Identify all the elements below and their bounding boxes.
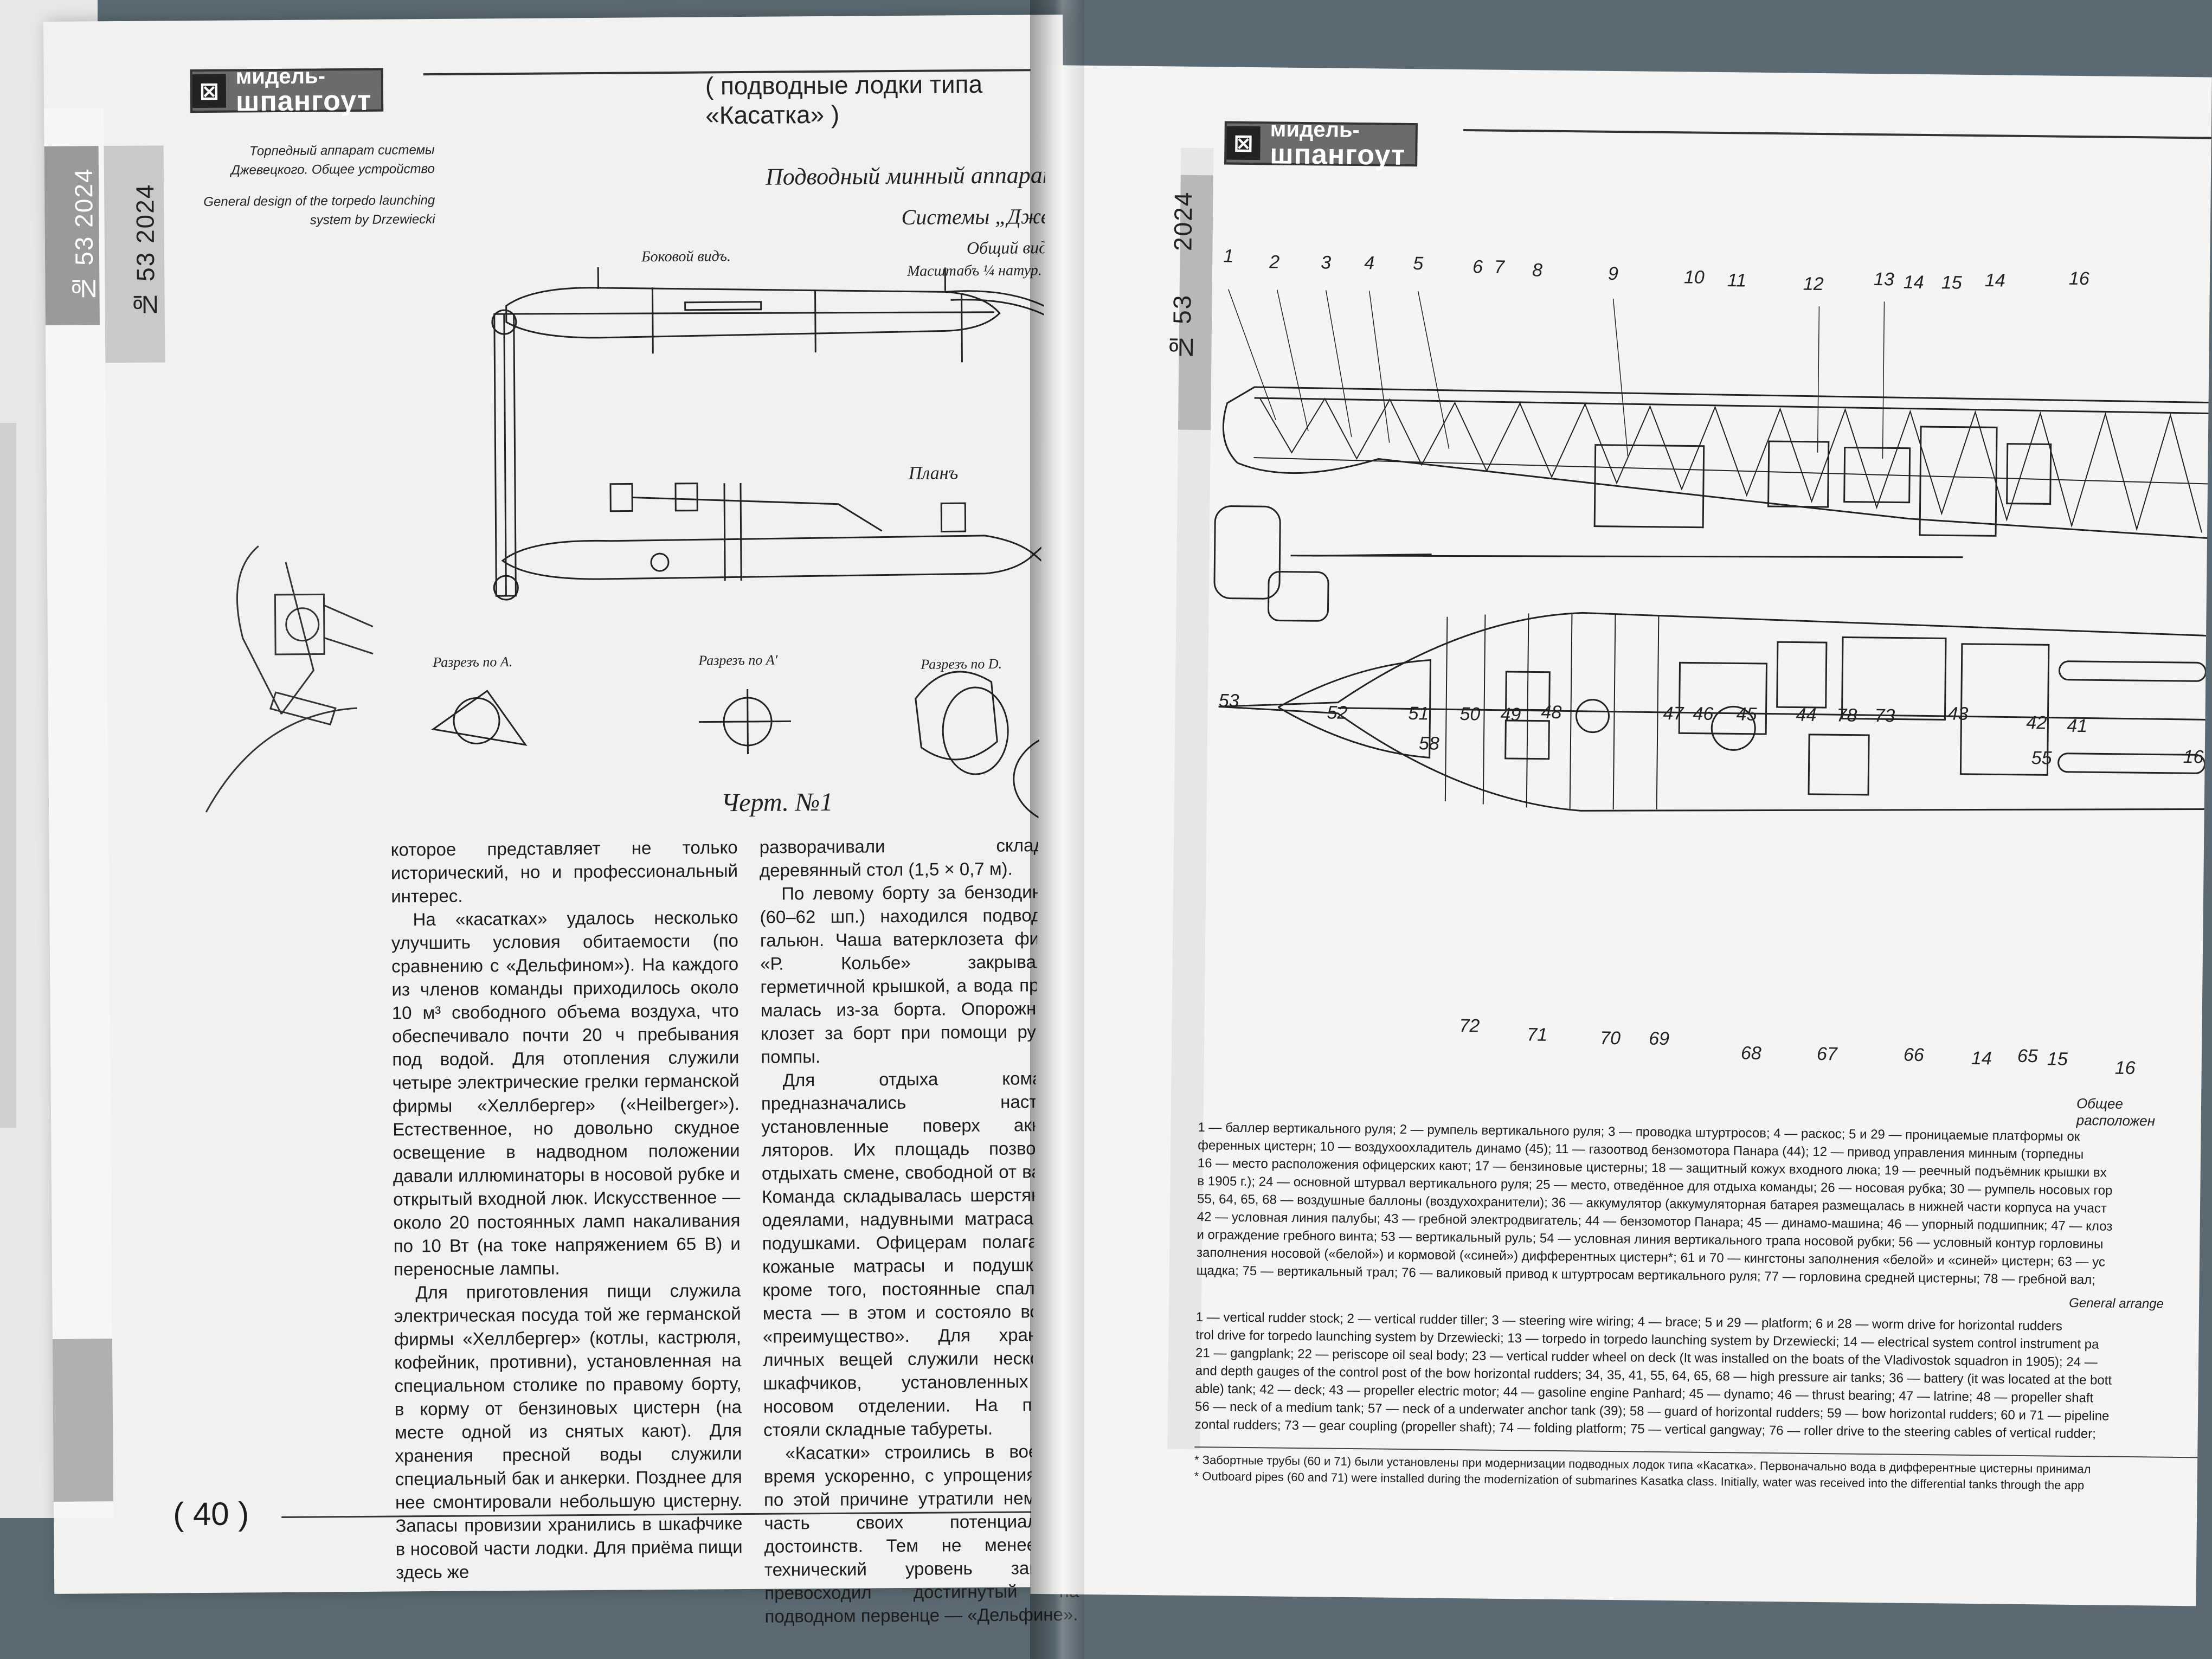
callout-number: 69: [1649, 1028, 1670, 1050]
callout-number: 4: [1364, 253, 1375, 274]
callout-number: 53: [1218, 690, 1239, 711]
footnotes: * Забортные трубы (60 и 71) были установ…: [1194, 1452, 2198, 1495]
callout-number: 70: [1600, 1027, 1621, 1049]
magazine-brand: ⊠ мидель- шпангоут: [190, 64, 384, 118]
drawing-title: Подводный минный аппарат.: [765, 162, 1066, 190]
callout-number: 58: [1418, 733, 1439, 754]
callout-number: 51: [1408, 703, 1429, 724]
brand-top: мидель-: [1270, 117, 1360, 143]
left-page: № 53 2024 № 53 2024 ⊠ мидель- шпангоут (…: [43, 14, 1096, 1626]
page-edge-stripe: [0, 423, 16, 1128]
header-rule-right: [1463, 129, 2211, 139]
callout-number: 55: [2031, 748, 2052, 769]
submarine-arrangement-drawing: [1213, 289, 2209, 812]
paragraph: Для приготовления пищи служила элек­трич…: [394, 1280, 743, 1583]
issue-label-inner: № 53 2024: [131, 183, 160, 319]
bottom-margin-bar: [52, 1339, 114, 1502]
callout-number: 3: [1321, 252, 1332, 273]
paragraph: По левому борту за бензодинамо (60–62 шп…: [760, 881, 1075, 1067]
issue-label-outer: № 53 2024: [69, 168, 99, 303]
callout-number: 9: [1607, 263, 1619, 285]
section-a2-label: Разрезъ по A′: [698, 652, 778, 668]
drawing-plan-label: Планъ: [908, 463, 959, 484]
callout-number: 8: [1532, 260, 1543, 281]
callout-number: 78: [1836, 705, 1857, 726]
paragraph: которое представляет не только историчес…: [390, 837, 738, 906]
callout-number: 2: [1269, 252, 1280, 273]
brand-logo-icon: ⊠: [1226, 126, 1261, 160]
callout-number: 16: [2183, 747, 2204, 768]
drawing-side-label: Боковой видъ.: [641, 248, 731, 265]
figure-caption-en-right: General arrange: [2069, 1295, 2164, 1311]
callout-number: 16: [2114, 1057, 2136, 1079]
brand-bottom: шпангоут: [1269, 138, 1406, 171]
callout-number: 71: [1527, 1024, 1548, 1045]
brand-top: мидель-: [235, 64, 326, 89]
callout-number: 48: [1541, 702, 1562, 723]
callout-number: 14: [1971, 1047, 1992, 1069]
issue-no-right: № 53: [1167, 294, 1197, 362]
paragraph: разворачивали складной деревянный стол (…: [759, 834, 1074, 880]
callout-number: 73: [1874, 705, 1895, 726]
callout-number: 44: [1796, 704, 1817, 725]
apparatus-side-sketch: [205, 545, 374, 813]
callout-number: 1: [1223, 246, 1234, 267]
callout-number: 68: [1740, 1043, 1762, 1064]
brand-bottom: шпангоут: [235, 85, 372, 118]
text-column-1: которое представляет не только историчес…: [391, 835, 743, 1584]
callout-number: 42: [2026, 712, 2047, 734]
figure-caption-ru-right: Общее расположен: [2076, 1095, 2156, 1129]
callout-number: 65: [2017, 1045, 2038, 1067]
book-gutter: [1030, 0, 1084, 1659]
callout-number: 47: [1663, 703, 1684, 724]
legend-en: 1 — vertical rudder stock; 2 — vertical …: [1195, 1308, 2199, 1444]
callout-number: 46: [1693, 703, 1714, 724]
magazine-brand-right: ⊠ мидель- шпангоут: [1224, 117, 1418, 171]
callout-number: 49: [1500, 704, 1521, 725]
legend-ru: 1 — баллер вертикального руля; 2 — румпе…: [1197, 1118, 2201, 1290]
right-page: 2024 № 53 ⊠ мидель- шпангоут 1 2 3 4 5 6…: [1030, 65, 2212, 1606]
paragraph: На «касатках» удалось несколько улуч­шит…: [391, 907, 741, 1279]
callout-number: 6: [1472, 256, 1483, 278]
callout-number: 52: [1327, 702, 1348, 723]
callout-number: 7: [1494, 256, 1505, 278]
issue-year-right: 2024: [1168, 191, 1198, 252]
callout-number: 41: [2067, 715, 2088, 737]
callout-number: 66: [1903, 1044, 1924, 1066]
callout-number: 50: [1459, 704, 1481, 725]
callout-number: 16: [2068, 268, 2090, 290]
series-title: ( подводные лодки типа «Касатка» ): [705, 69, 983, 130]
brand-logo-icon: ⊠: [192, 74, 227, 108]
section-a-label: Разрезъ по A.: [432, 654, 512, 670]
callout-number: 5: [1413, 253, 1424, 274]
callout-number: 43: [1947, 703, 1969, 724]
drawing-number: Черт. №1: [721, 788, 833, 817]
callout-number: 15: [2047, 1049, 2068, 1070]
callout-number: 72: [1459, 1015, 1480, 1037]
callout-number: 67: [1816, 1043, 1838, 1065]
section-d-label: Разрезъ по D.: [920, 656, 1002, 672]
page-number: ( 40 ): [172, 1495, 249, 1533]
callout-number: 45: [1736, 704, 1757, 725]
